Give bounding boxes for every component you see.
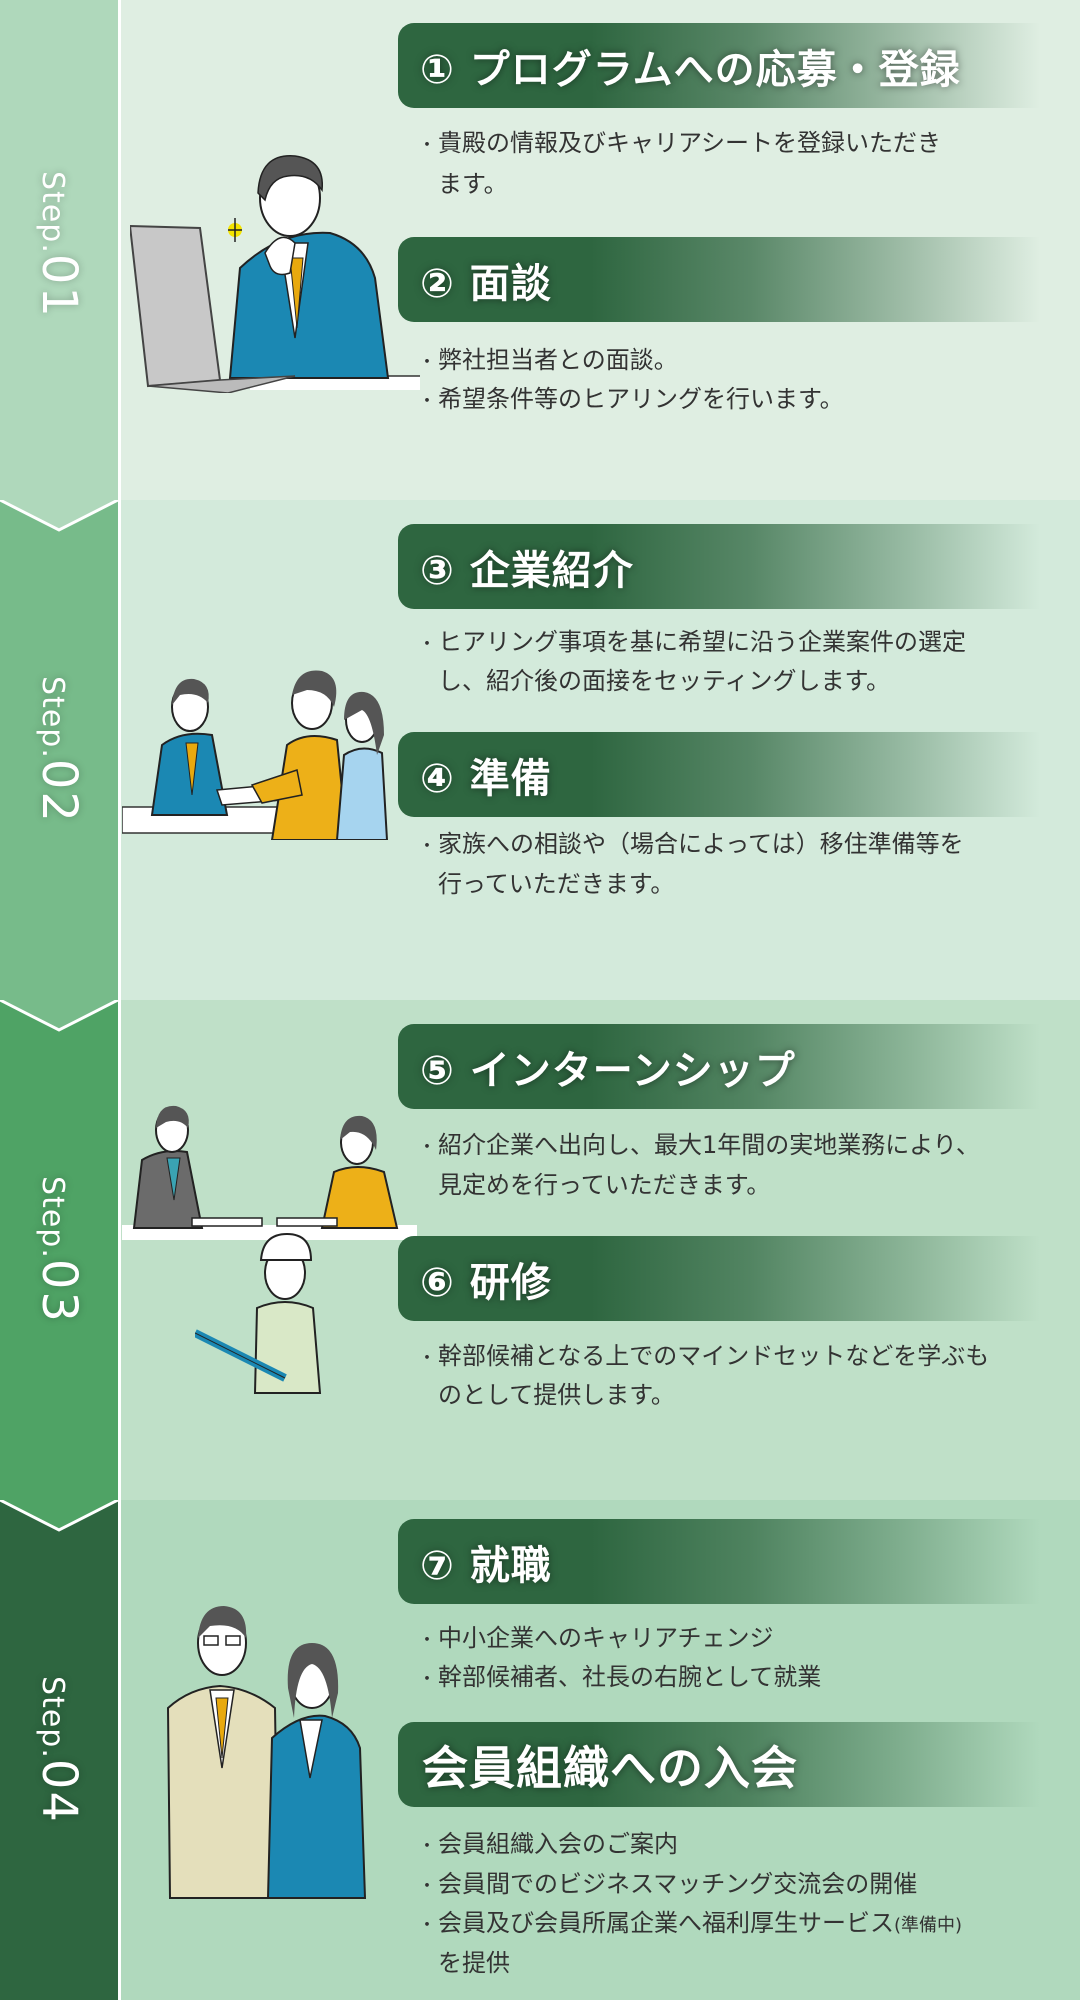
bullet-text: ・家族への相談や（場合によっては）移住準備等を (418, 830, 964, 858)
step-heading-5: ⑤ インターンシップ (398, 1024, 1040, 1109)
step-02-section: Step.02 ③ 企業紹介 ・ヒアリング事項を基に希望に沿う企業案件の選定 し… (0, 500, 1080, 1000)
step-heading-7: ⑦ 就職 (398, 1519, 1040, 1604)
step-03-label: Step.03 (31, 1176, 87, 1324)
bullet-text-continuation: 行っていただきます。 (438, 870, 675, 898)
bullet-text: ・幹部候補者、社長の右腕として就業 (418, 1663, 822, 1691)
step-02-label: Step.02 (31, 676, 87, 824)
step-04-label: Step.04 (31, 1676, 87, 1824)
step-03-sidebar (0, 1000, 118, 1500)
chevron-down-icon (0, 500, 118, 532)
step-01-sidebar (0, 0, 118, 500)
step-heading-2: ② 面談 (398, 237, 1040, 322)
divider (118, 1500, 121, 2000)
bullet-text: ・幹部候補となる上でのマインドセットなどを学ぶも (418, 1342, 990, 1370)
bullet-text: ・会員及び会員所属企業へ福利厚生サービス(準備中) (418, 1909, 963, 1937)
bullet-text-continuation: 見定めを行っていただきます。 (438, 1171, 771, 1199)
step-01-section: Step.01 ① プログラムへの応募・登録 ・貴殿の情報及びキャリアシートを登… (0, 0, 1080, 500)
bullet-text: ・貴殿の情報及びキャリアシートを登録いただき (418, 129, 942, 157)
chevron-down-icon (0, 1500, 118, 1532)
bullet-text: ・会員間でのビジネスマッチング交流会の開催 (418, 1870, 918, 1898)
step-01-label: Step.01 (31, 171, 87, 319)
bullet-text: ・弊社担当者との面談。 (418, 346, 678, 374)
bullet-text: ・ヒアリング事項を基に希望に沿う企業案件の選定 (418, 628, 966, 656)
bullet-text-continuation: を提供 (438, 1949, 510, 1977)
step-heading-4: ④ 準備 (398, 732, 1040, 817)
divider (118, 0, 121, 500)
businessman-at-laptop-illustration (130, 155, 420, 393)
bullet-text: ・希望条件等のヒアリングを行います。 (418, 385, 844, 413)
interview-desk-illustration (122, 1105, 417, 1240)
step-heading-6: ⑥ 研修 (398, 1236, 1040, 1321)
step-heading-3: ③ 企業紹介 (398, 524, 1040, 609)
membership-heading: 会員組織への入会 (398, 1722, 1040, 1807)
divider (118, 500, 121, 1000)
step-02-sidebar (0, 500, 118, 1000)
step-04-section: Step.04 ⑦ 就職 ・中小企業へのキャリアチェンジ ・幹部候補者、社長の右… (0, 1500, 1080, 2000)
divider (118, 1000, 121, 1500)
business-couple-illustration (166, 1606, 367, 1899)
step-03-section: Step.03 ⑤ インターンシップ ・紹介企業へ出向し、最大1年間の実地業務に… (0, 1000, 1080, 1500)
bullet-text: ・会員組織入会のご案内 (418, 1830, 678, 1858)
bullet-text: ・紹介企業へ出向し、最大1年間の実地業務により、 (418, 1131, 980, 1159)
chevron-down-icon (0, 1000, 118, 1032)
bullet-text-continuation: のとして提供します。 (438, 1381, 675, 1409)
step-heading-1: ① プログラムへの応募・登録 (398, 23, 1040, 108)
handshake-meeting-illustration (122, 670, 389, 840)
bullet-text-continuation: し、紹介後の面接をセッティングします。 (438, 667, 891, 695)
bullet-text-continuation: ます。 (438, 170, 508, 198)
step-04-sidebar (0, 1500, 118, 2000)
construction-worker-illustration (195, 1232, 322, 1394)
bullet-text: ・中小企業へのキャリアチェンジ (418, 1624, 774, 1652)
